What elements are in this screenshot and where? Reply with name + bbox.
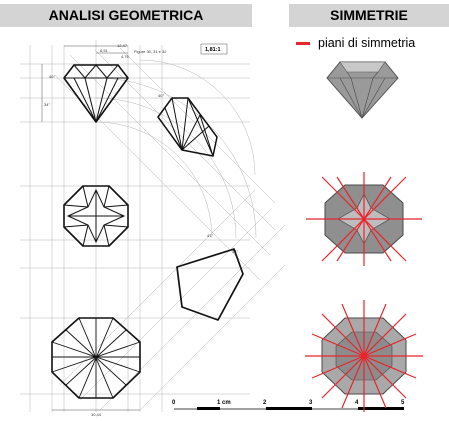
scale-label-3: 3: [309, 400, 313, 406]
rotated-section-outline: [176, 248, 244, 321]
symmetry-center-point: [361, 353, 367, 359]
scale-ratio: 1,81:1: [205, 47, 221, 53]
scale-label-1cm: 1 cm: [217, 400, 231, 406]
angle-label-3: 40°: [158, 93, 164, 98]
scale-label-5: 5: [401, 400, 405, 406]
angle-label-1: 40°: [49, 74, 55, 79]
side-view-facets: [64, 64, 128, 123]
model-side-view: [326, 61, 399, 119]
angle-label-2: 34°: [44, 102, 50, 107]
dim-10-44: 10,44: [91, 412, 102, 417]
geometric-analysis-header: ANALISI GEOMETRICA: [0, 4, 252, 27]
scale-ratio-box: [200, 43, 228, 55]
symmetries-header: SIMMETRIE: [289, 4, 449, 27]
figure-reference: Figure 30, 31 e 32: [134, 49, 167, 54]
symmetry-planes-top-view: [306, 172, 422, 266]
dim-12-47: 12,47: [117, 43, 128, 48]
legend: piani di simmetria: [296, 36, 415, 50]
side-view-outline: [63, 64, 129, 123]
scale-label-4: 4: [355, 400, 359, 406]
dim-4-76: 4,76: [121, 54, 130, 59]
scale-label-0: 0: [172, 400, 176, 406]
angle-label-4: 41°: [207, 233, 213, 238]
bottom-view-radials: [51, 317, 141, 399]
top-view-facets: [63, 185, 129, 247]
dimension-lines: [41, 45, 140, 411]
legend-red-line-swatch: [296, 41, 310, 45]
dim-6-51: 6,51: [100, 48, 109, 53]
tilted-view-facets: [164, 97, 214, 157]
construction-lines: [20, 40, 286, 412]
legend-label: piani di simmetria: [318, 36, 416, 50]
scale-bar: [174, 407, 404, 410]
scale-label-2: 2: [263, 400, 267, 406]
